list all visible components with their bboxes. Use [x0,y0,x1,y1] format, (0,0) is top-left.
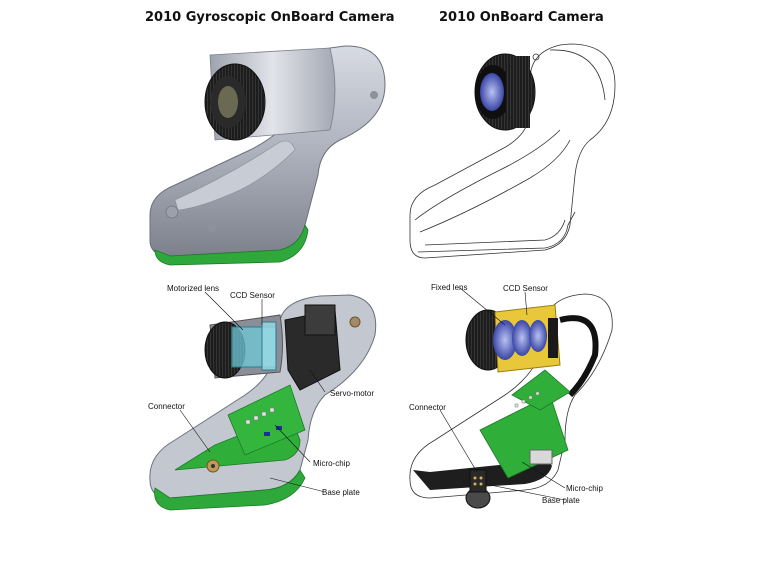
label-ccd-sensor-left: CCD Sensor [230,291,275,300]
onboard-camera-exterior [409,43,616,259]
label-micro-chip-left: Micro-chip [313,459,350,468]
label-fixed-lens: Fixed lens [431,283,468,292]
label-connector-right: Connector [409,403,446,412]
label-motorized-lens: Motorized lens [167,284,220,293]
label-connector-left: Connector [148,402,185,411]
label-servo-motor: Servo-motor [330,389,375,398]
label-micro-chip-right: Micro-chip [566,484,603,493]
gyroscopic-camera-cutaway [149,294,377,511]
gyroscopic-camera-exterior [149,45,386,266]
title-gyroscopic-camera: 2010 Gyroscopic OnBoard Camera [145,10,395,25]
title-onboard-camera: 2010 OnBoard Camera [439,10,604,25]
callout-leader-lines [179,287,566,501]
label-ccd-sensor-right: CCD Sensor [503,284,548,293]
label-base-plate-right: Base plate [542,496,580,505]
label-base-plate-left: Base plate [322,488,360,497]
onboard-camera-lens-exterior [474,53,536,131]
onboard-camera-cutaway [409,293,613,509]
